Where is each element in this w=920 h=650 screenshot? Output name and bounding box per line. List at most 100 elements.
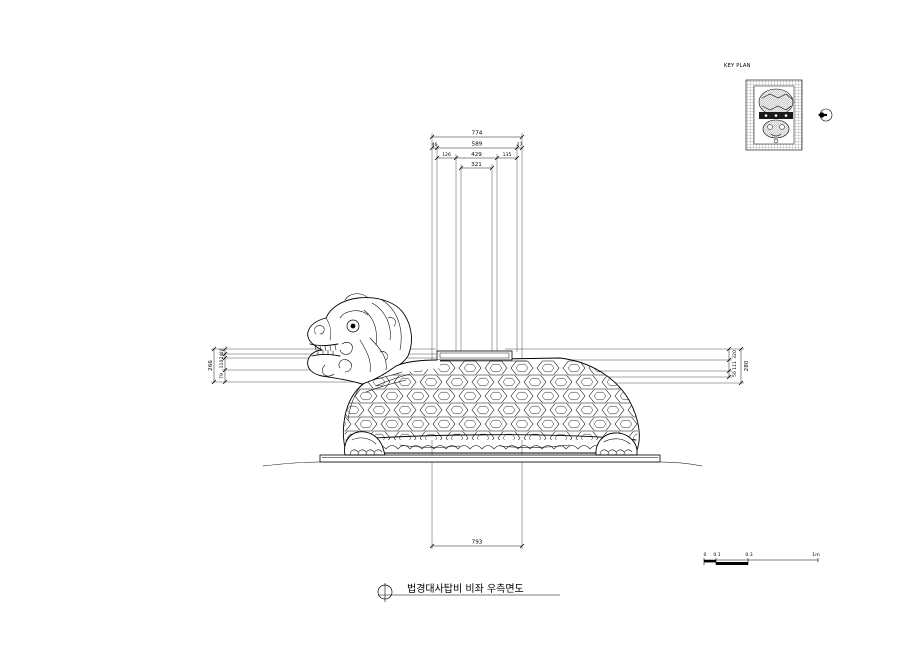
shell-hexagon [575,374,599,390]
dim-label-third-mid: 429 [471,152,482,158]
shell-hexagon [549,374,573,390]
shell-hexagon [471,430,495,440]
shell-hexagon [419,402,443,418]
shell-hexagon [614,360,638,376]
dimension-tick [222,379,228,385]
shell-hexagon [562,360,586,376]
scale-label: 0.1 [713,552,720,558]
shell-hexagon [419,374,443,390]
drawing-title: 법경대사탑비 비좌 우측면도 [407,582,524,595]
dimension-tick [458,165,464,171]
shell-hexagon-inner [344,391,347,401]
shell-hexagon [510,388,534,404]
shell-hexagon-inner [463,391,477,401]
key-plan-eye-icon [779,124,785,130]
neck-fill [380,360,440,378]
shell-hexagon [497,430,521,440]
dimension-tick [429,145,435,151]
dimension-tick [211,346,217,352]
chest-line [347,383,363,421]
front-leg-claws [349,437,383,456]
shell-hexagon-inner [541,363,555,373]
dim-label-left-third: 110 [219,360,225,369]
dim-label-left-overall: 266 [208,360,214,371]
shell-hexagon-inner [424,405,438,415]
shell-hexagon [445,374,469,390]
dimension-tick [222,351,228,357]
shell-hexagon [380,388,404,404]
shell-hexagon-inner [450,405,464,415]
dimension-tick [519,145,525,151]
shell-hexagon-inner [437,391,451,401]
shell-hexagon-inner [463,419,477,429]
dim-label-right-top: 320 [732,350,738,359]
shell-hexagon-inner [632,377,638,387]
shell-hexagon-inner [515,363,529,373]
dim-label-third-right: 135 [503,152,512,158]
shell-hexagon [601,402,625,418]
shell-hexagon-inner [450,377,464,387]
shell-hexagon-inner [398,433,412,440]
dim-label-second: 589 [472,142,483,148]
shell-hexagon-inner [554,433,568,440]
scale-label: 1m [812,552,820,558]
shell-hexagon-inner [515,391,529,401]
shell-hexagon [614,416,638,432]
mane-curls [379,317,396,361]
shell-hexagon-inner [372,405,386,415]
key-plan-head [762,119,790,139]
shell-hexagon [588,416,612,432]
shell-hexagon [497,374,521,390]
shell-hexagon-inner [528,377,542,387]
shell-hexagon [432,388,456,404]
key-plan-band-spot [764,114,768,117]
shell-hexagon [367,402,391,418]
shell-hexagon-inner [580,433,594,440]
shell-hexagon [406,416,430,432]
shell-hexagon-inner [385,419,399,429]
shell-hexagon-inner [541,419,555,429]
shell-hexagon [510,416,534,432]
key-plan-band-spot [774,114,778,117]
shell-hexagon-inner [567,419,581,429]
dimension-tick [514,145,520,151]
snout-ridge [325,317,332,341]
vertical-extension-lines [431,133,523,549]
shell-hexagon-inner [593,419,607,429]
key-plan-band-spot [784,114,788,117]
open-mouth-jaws [309,343,341,357]
left-dimensions: 266 40 24 110 79 [208,349,226,382]
shell-hexagon-inner [476,377,490,387]
shell-hexagon [458,388,482,404]
key-plan-label: KEY PLAN [724,63,751,69]
shell-hexagon-inner [489,363,503,373]
dim-label-left-bottom: 79 [219,373,225,379]
dimension-tick [494,155,500,161]
shell-hexagon [536,416,560,432]
dimension-tick [434,145,440,151]
ground-line [262,461,703,467]
shell-hexagon-inner [619,419,633,429]
shell-hexagon-inner [437,419,451,429]
shell-hexagon-inner [344,419,347,429]
shell-hexagon-inner [593,391,607,401]
shell-hexagon [575,402,599,418]
ground-and-plinth [262,454,703,467]
shell-hexagon-inner [424,433,438,440]
dimension-tick [726,374,732,380]
shell-hexagon-inner [476,433,490,440]
dimension-tick [222,355,228,361]
shell-hexagon-inner [502,433,516,440]
shell-hexagon [549,402,573,418]
drawing-title-block: 법경대사탑비 비좌 우측면도 [377,582,560,602]
shell-hexagon [523,430,547,440]
shell-hexagon-inner [580,405,594,415]
shell-hexagon [432,416,456,432]
shell-hexagon [484,388,508,404]
dimension-tick [434,155,440,161]
dimension-tick [519,134,525,140]
shell-hexagon [458,416,482,432]
teeth [314,344,337,356]
shell-hexagon-inner [541,391,555,401]
